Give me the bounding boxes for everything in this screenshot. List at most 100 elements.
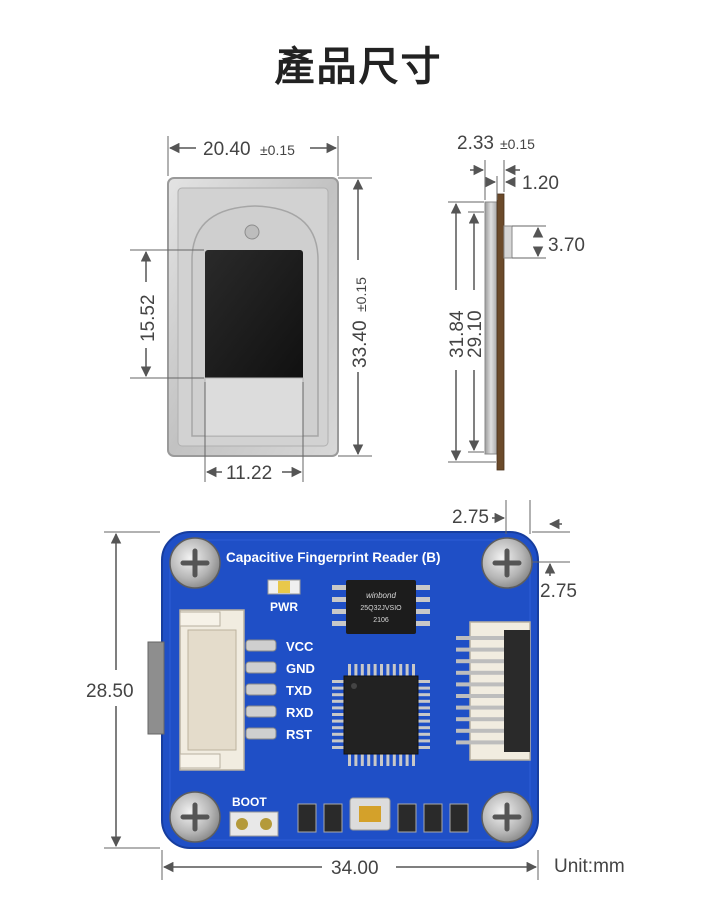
mcu-pin bbox=[418, 726, 430, 730]
mcu-pin bbox=[380, 754, 383, 766]
page-title: 產品尺寸 bbox=[274, 44, 443, 90]
screw-bottom-right bbox=[481, 791, 533, 843]
dim-side-thickness-value: 2.33 bbox=[457, 133, 494, 154]
mcu-pin bbox=[367, 754, 371, 766]
mcu-pin bbox=[405, 754, 409, 766]
side-body bbox=[484, 201, 498, 455]
mcu-pin bbox=[418, 706, 430, 710]
dim-window-height-value: 15.52 bbox=[138, 294, 159, 342]
sensor-led-dot bbox=[244, 224, 260, 240]
dim-overall-height: 31.84 bbox=[447, 201, 496, 463]
mcu-pin bbox=[380, 664, 383, 676]
fpc-contact bbox=[456, 728, 504, 733]
dim-top-width-tol: ±0.15 bbox=[260, 142, 295, 158]
unit-label: Unit:mm bbox=[554, 856, 625, 877]
mcu-pin bbox=[373, 754, 377, 766]
dim-flex-thickness-value: 1.20 bbox=[522, 173, 559, 194]
dim-board-height: 28.50 bbox=[86, 531, 160, 849]
mcu-pin bbox=[332, 706, 344, 710]
sensor-side-view bbox=[484, 193, 513, 471]
mcu-pin bbox=[418, 713, 430, 716]
dim-board-hole-y: 2.75 bbox=[532, 531, 577, 602]
pcb-board: Capacitive Fingerprint Reader (B) PWR wi… bbox=[147, 531, 539, 849]
dim-body-height: 29.10 bbox=[465, 211, 486, 453]
board-name: Capacitive Fingerprint Reader (B) bbox=[226, 550, 441, 565]
mcu-pin bbox=[418, 732, 430, 736]
mcu-pin bbox=[332, 680, 344, 683]
mcu-pin bbox=[399, 664, 403, 676]
boot-pad-2 bbox=[260, 818, 272, 830]
mcu-pin bbox=[418, 719, 430, 723]
fpc-contact bbox=[456, 647, 504, 652]
mcu-pin bbox=[418, 693, 430, 697]
mcu-pin bbox=[373, 664, 377, 676]
jst-connector bbox=[147, 609, 245, 771]
pwr-led-body bbox=[278, 581, 290, 593]
dim-top-height: 33.40 ±0.15 bbox=[338, 177, 372, 457]
dim-board-height-value: 28.50 bbox=[86, 681, 134, 702]
dim-side-thickness-tol: ±0.15 bbox=[500, 136, 535, 152]
mcu-pin bbox=[360, 754, 364, 766]
mcu-pin bbox=[348, 754, 351, 766]
mcu-pin bbox=[412, 754, 415, 766]
dim-top-width: 20.40 ±0.15 bbox=[167, 136, 339, 176]
mcu-pin bbox=[332, 686, 344, 690]
mcu-pin bbox=[332, 732, 344, 736]
dim-side-thickness: 2.33 ±0.15 bbox=[457, 133, 535, 200]
pin-header: VCC GND TXD RXD RST bbox=[245, 639, 315, 742]
dim-board-width: 34.00 bbox=[161, 850, 539, 880]
fpc-contact bbox=[456, 636, 504, 640]
mcu-pin bbox=[332, 699, 344, 703]
mcu-pin bbox=[412, 664, 415, 676]
mcu-pin bbox=[386, 754, 390, 766]
flash-chip-part: 25Q32JVSIO bbox=[360, 605, 402, 612]
fpc-contact bbox=[456, 670, 504, 675]
mcu-pin bbox=[332, 713, 344, 716]
flash-chip: winbond 25Q32JVSIO 2106 bbox=[332, 580, 430, 634]
smd-components bbox=[297, 797, 469, 833]
dim-window-height: 15.52 bbox=[130, 249, 204, 379]
mcu-pin bbox=[332, 746, 344, 749]
mcu-pin bbox=[360, 664, 364, 676]
mcu-pin bbox=[386, 664, 390, 676]
side-flex bbox=[496, 193, 505, 471]
dim-board-hole-y-value: 2.75 bbox=[540, 581, 577, 602]
mcu-pin bbox=[405, 664, 409, 676]
mcu-pin bbox=[367, 664, 371, 676]
mcu-pin bbox=[392, 754, 396, 766]
flash-chip-code: 2106 bbox=[373, 617, 389, 624]
mcu-pin bbox=[392, 664, 396, 676]
pin-label-rst: RST bbox=[286, 727, 312, 742]
flash-chip-brand: winbond bbox=[366, 591, 396, 600]
dim-window-width: 11.22 bbox=[204, 382, 304, 484]
fpc-connector bbox=[456, 621, 531, 761]
pin-label-txd: TXD bbox=[286, 683, 312, 698]
side-connector bbox=[503, 225, 513, 259]
mcu-pin bbox=[354, 754, 358, 766]
fpc-contact bbox=[456, 717, 504, 722]
pin-label-gnd: GND bbox=[286, 661, 315, 676]
screw-top-right bbox=[481, 537, 533, 589]
mcu-pin bbox=[418, 746, 430, 749]
pin-label-rxd: RXD bbox=[286, 705, 313, 720]
mcu-pin bbox=[399, 754, 403, 766]
fpc-contact bbox=[456, 694, 504, 698]
screw-bottom-left bbox=[169, 791, 221, 843]
dim-top-width-value: 20.40 bbox=[203, 139, 251, 160]
dim-connector-height-value: 3.70 bbox=[548, 235, 585, 256]
dim-connector-height: 3.70 bbox=[512, 225, 585, 259]
mcu-pin bbox=[332, 739, 344, 743]
sensor-lower-plate bbox=[204, 377, 304, 437]
fpc-contact bbox=[456, 659, 504, 664]
dim-top-height-value: 33.40 bbox=[350, 320, 371, 368]
sensor-window bbox=[205, 250, 303, 382]
dim-window-width-value: 11.22 bbox=[226, 463, 272, 484]
dim-body-height-value: 29.10 bbox=[465, 310, 486, 358]
pwr-label: PWR bbox=[270, 600, 298, 614]
fpc-contact bbox=[456, 682, 504, 687]
dim-top-height-tol: ±0.15 bbox=[353, 277, 369, 312]
mcu-pin bbox=[332, 726, 344, 730]
sensor-top-view bbox=[167, 177, 339, 457]
dim-flex-thickness: 1.20 bbox=[485, 173, 559, 200]
